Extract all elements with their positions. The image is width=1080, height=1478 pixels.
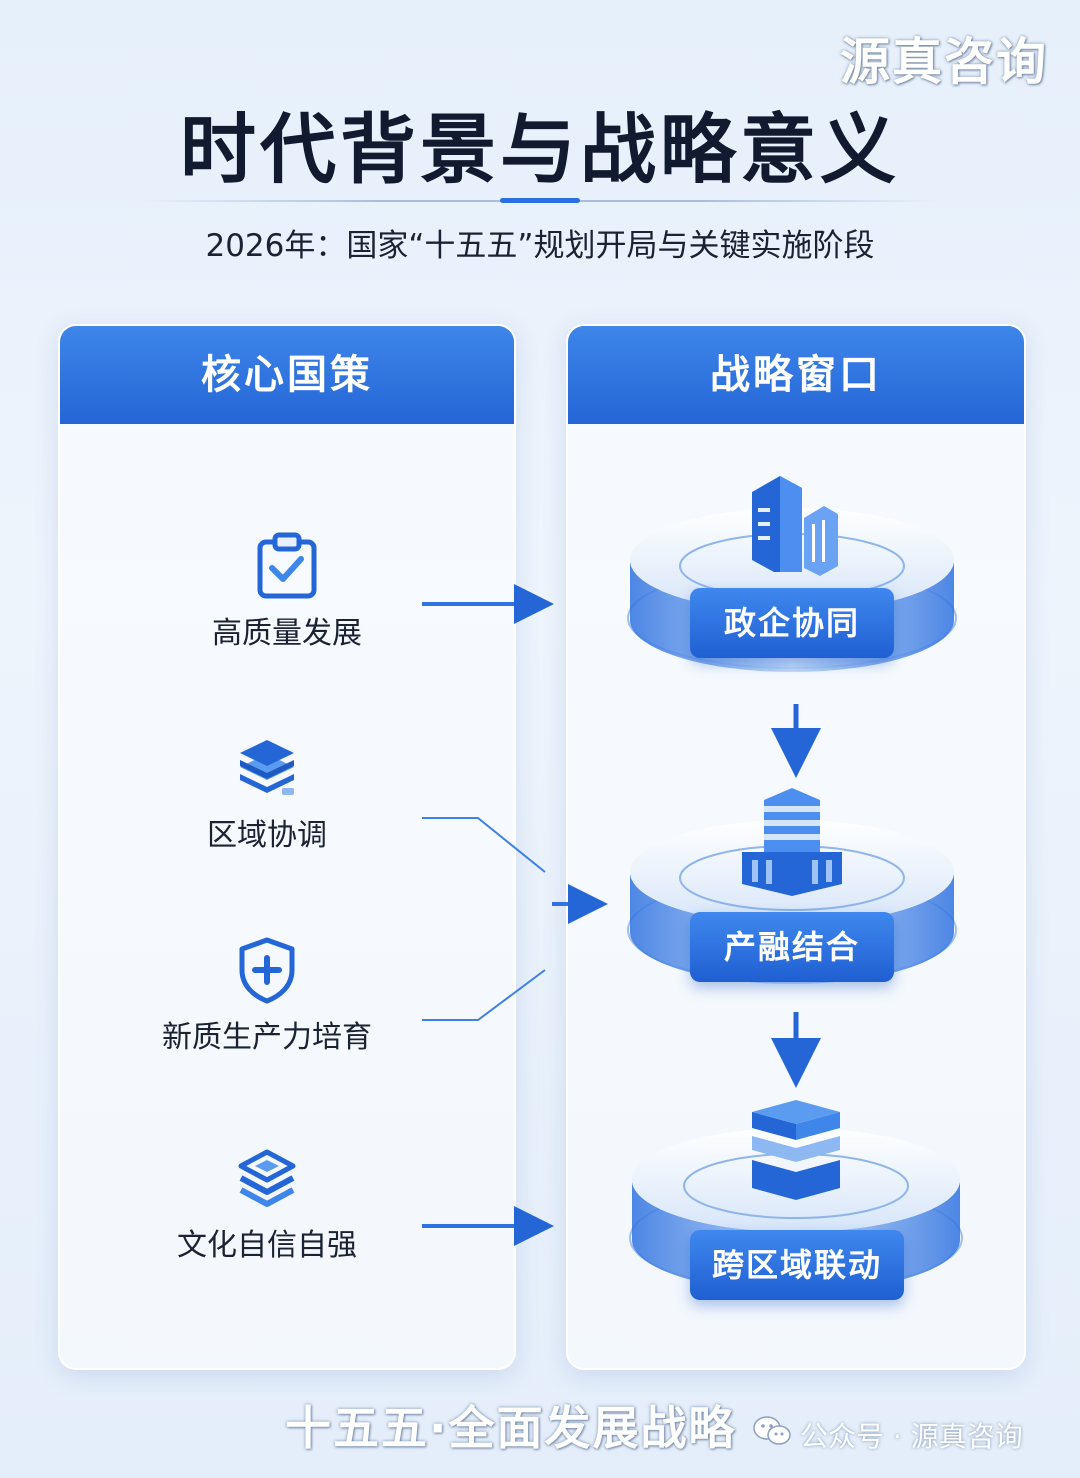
page-subtitle: 2026年：国家“十五五”规划开局与关键实施阶段 xyxy=(205,228,875,264)
footer-account: 公众号 · 源真咨询 xyxy=(752,1414,1023,1455)
account-name: 公众号 · 源真咨询 xyxy=(800,1419,1023,1453)
connector-policy-2 xyxy=(422,817,546,873)
core-policy-header: 核心国策 xyxy=(60,326,514,424)
stacked-blocks-icon xyxy=(752,1100,840,1200)
policy-item-new-productivity: 新质生产力培育 xyxy=(117,936,417,1056)
strategic-window-header: 战略窗口 xyxy=(568,326,1024,424)
clipboard-check-icon xyxy=(137,532,437,600)
layers-icon xyxy=(117,736,417,802)
wechat-icon xyxy=(752,1414,792,1455)
policy-item-regional: 区域协调 xyxy=(117,736,417,854)
finance-building-icon xyxy=(742,788,842,896)
title-divider-accent xyxy=(500,198,580,203)
platform-label-industry-finance: 产融结合 xyxy=(690,912,894,982)
stacked-diamond-icon xyxy=(117,1148,417,1212)
policy-label: 高质量发展 xyxy=(212,616,362,651)
watermark-logo: 源真咨询 xyxy=(840,33,1048,91)
policy-item-culture: 文化自信自强 xyxy=(117,1148,417,1264)
platform-label-cross-region: 跨区域联动 xyxy=(690,1230,904,1300)
office-buildings-icon xyxy=(752,476,838,576)
policy-label: 文化自信自强 xyxy=(177,1228,357,1263)
connector-policy-3 xyxy=(422,969,546,1021)
page-title: 时代背景与战略意义 xyxy=(180,105,900,194)
platform-label-gov-enterprise: 政企协同 xyxy=(690,588,894,658)
footer-slogan: 十五五·全面发展战略 xyxy=(285,1401,737,1455)
policy-label: 区域协调 xyxy=(207,818,327,853)
core-policy-panel: 核心国策 高质量发展 区域协调 xyxy=(58,324,516,1370)
shield-plus-icon xyxy=(117,936,417,1004)
flow-diagram xyxy=(422,476,963,1292)
policy-item-high-quality: 高质量发展 xyxy=(137,532,437,652)
policy-label: 新质生产力培育 xyxy=(162,1020,372,1055)
